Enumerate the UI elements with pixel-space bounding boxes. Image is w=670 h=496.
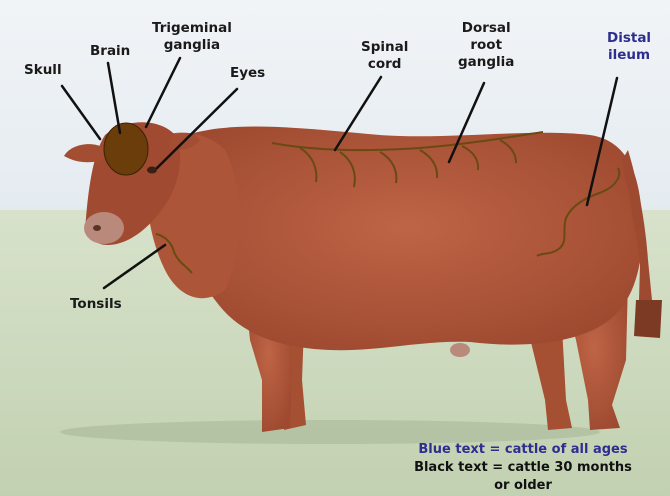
label-spinal-cord: Spinal cord (361, 39, 408, 73)
label-tonsils-text: Tonsils (70, 296, 122, 312)
label-skull-text: Skull (24, 62, 62, 78)
label-spinal-line-2: cord (361, 56, 408, 73)
label-eyes-text: Eyes (230, 65, 265, 81)
eye (147, 167, 157, 174)
label-trigeminal-ganglia: Trigeminal ganglia (152, 20, 232, 54)
label-dorsal-line-2: root (458, 37, 514, 54)
muzzle (84, 212, 124, 244)
label-tonsils: Tonsils (70, 296, 122, 313)
legend: Blue text = cattle of all ages Black tex… (396, 441, 650, 495)
label-distal-ileum: Distal ileum (607, 30, 651, 64)
label-trigeminal-line-1: Trigeminal (152, 20, 232, 37)
label-skull: Skull (24, 62, 62, 79)
torso (170, 127, 642, 351)
label-spinal-line-1: Spinal (361, 39, 408, 56)
tail-switch (634, 300, 662, 338)
label-distal-line-1: Distal (607, 30, 651, 47)
sheath (450, 343, 470, 357)
label-eyes: Eyes (230, 65, 265, 82)
label-brain-text: Brain (90, 43, 130, 59)
legend-black-text-line-1: Black text = cattle 30 months (396, 459, 650, 477)
label-brain: Brain (90, 43, 130, 60)
label-dorsal-root-ganglia: Dorsal root ganglia (458, 20, 514, 71)
brain-shape (104, 123, 148, 175)
nostril (93, 225, 101, 231)
legend-black-text-line-2: or older (396, 477, 650, 495)
legend-blue-text: Blue text = cattle of all ages (396, 441, 650, 459)
label-dorsal-line-1: Dorsal (458, 20, 514, 37)
label-trigeminal-line-2: ganglia (152, 37, 232, 54)
label-dorsal-line-3: ganglia (458, 54, 514, 71)
label-distal-line-2: ileum (607, 47, 651, 64)
